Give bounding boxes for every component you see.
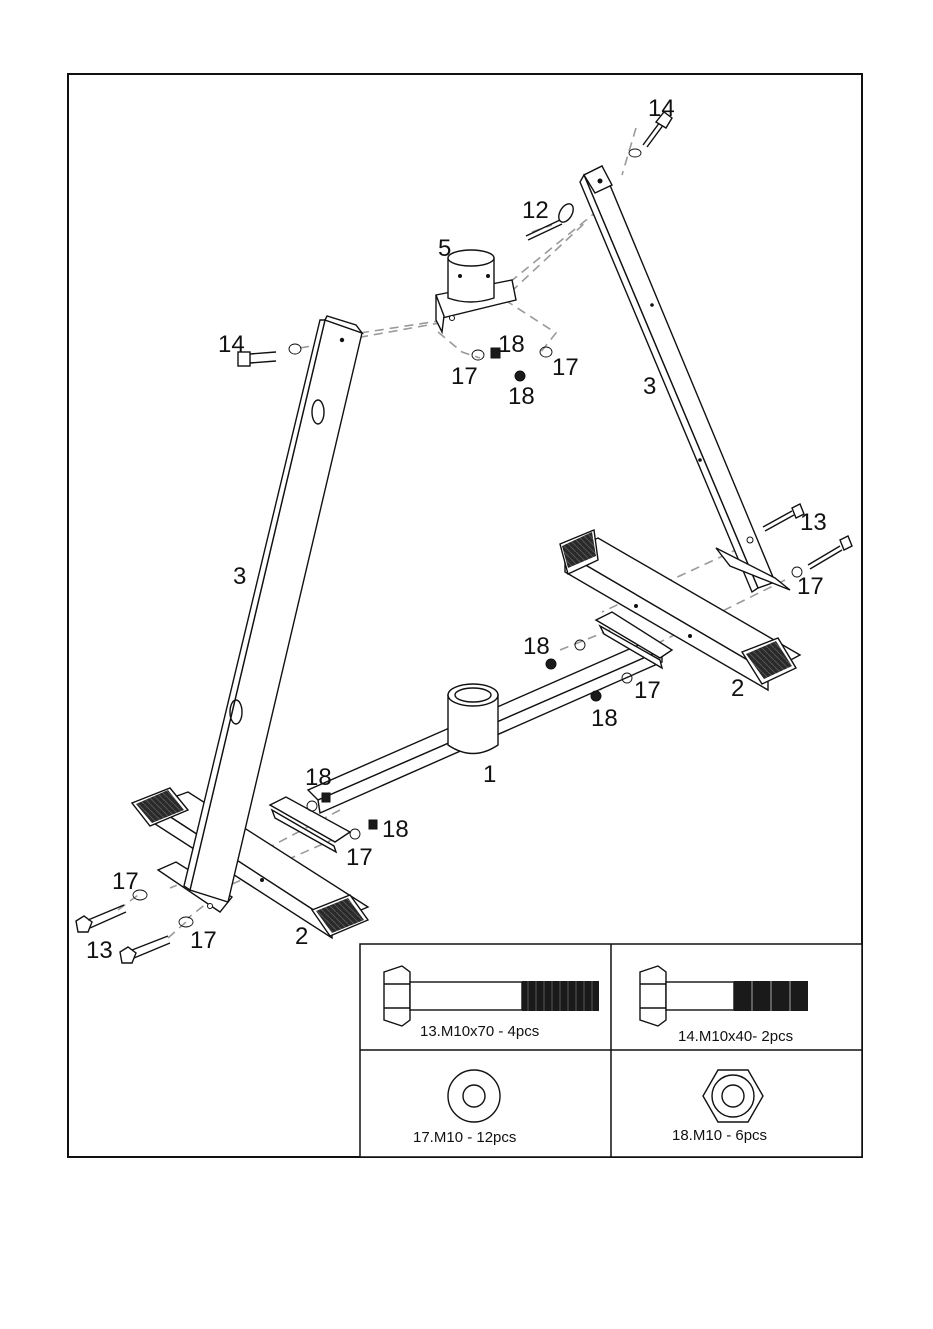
- callout-18: 18: [523, 633, 550, 660]
- callout-14: 14: [648, 95, 675, 122]
- exploded-washers-nuts: [307, 347, 632, 839]
- main-base-bar: [270, 612, 672, 852]
- hardware-label-18: 18.M10 - 6pcs: [672, 1127, 767, 1144]
- callout-17: 17: [552, 354, 579, 381]
- callout-18: 18: [508, 383, 535, 410]
- callout-14: 14: [218, 331, 245, 358]
- callout-13: 13: [86, 937, 113, 964]
- washer-icon: [448, 1070, 500, 1122]
- callout-3: 3: [643, 373, 656, 400]
- right-upright-tube: [580, 166, 790, 592]
- callout-2: 2: [295, 923, 308, 950]
- top-bracket: [436, 250, 516, 332]
- callout-17: 17: [634, 677, 661, 704]
- callout-18: 18: [382, 816, 409, 843]
- hardware-label-17: 17.M10 - 12pcs: [413, 1129, 516, 1146]
- callout-17: 17: [797, 573, 824, 600]
- callout-1: 1: [483, 761, 496, 788]
- callout-17: 17: [346, 844, 373, 871]
- bolt-13-right-a: [763, 504, 804, 531]
- hardware-table: 13.M10x70 - 4pcs 14.M10x40- 2pcs 17.M10 …: [360, 944, 862, 1157]
- callout-2: 2: [731, 675, 744, 702]
- bolt-13-right-b: [792, 536, 852, 577]
- hardware-label-13: 13.M10x70 - 4pcs: [420, 1023, 539, 1040]
- callout-17: 17: [451, 363, 478, 390]
- callout-5: 5: [438, 235, 451, 262]
- callout-17: 17: [190, 927, 217, 954]
- callout-13: 13: [800, 509, 827, 536]
- callout-3: 3: [233, 563, 246, 590]
- callout-18: 18: [498, 331, 525, 358]
- bolt-13-left-b: [120, 917, 193, 963]
- callout-12: 12: [522, 197, 549, 224]
- hardware-label-14: 14.M10x40- 2pcs: [678, 1028, 793, 1045]
- callout-17: 17: [112, 868, 139, 895]
- callout-18: 18: [591, 705, 618, 732]
- callout-18: 18: [305, 764, 332, 791]
- bolt-14-left: [238, 344, 301, 366]
